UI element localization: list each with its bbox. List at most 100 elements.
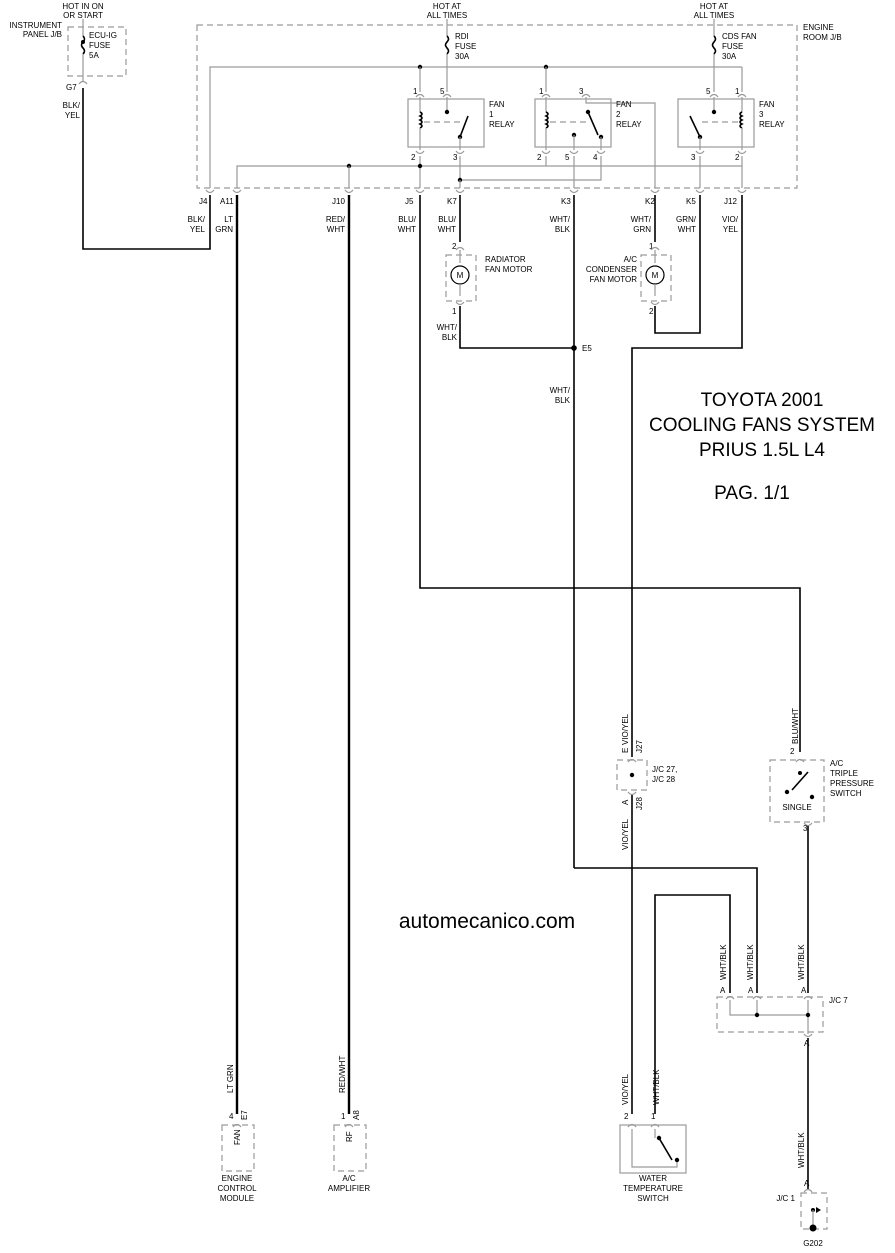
connector-k7: K7	[447, 197, 457, 206]
cds-fan-fuse-icon	[711, 35, 717, 55]
svg-text:J28: J28	[635, 797, 644, 810]
ecu-ig-fuse-word: FUSE	[89, 41, 110, 50]
svg-text:M: M	[652, 271, 659, 280]
svg-text:RF: RF	[345, 1131, 354, 1142]
wire-blk-yel-top: BLK/	[63, 101, 81, 110]
ac-pressure-switch-icon	[791, 771, 809, 791]
svg-text:FAN: FAN	[489, 100, 505, 109]
fan-3-relay-box	[677, 98, 755, 148]
connector-j10: J10	[332, 197, 345, 206]
svg-text:3: 3	[691, 153, 696, 162]
svg-text:E7: E7	[240, 1110, 249, 1120]
jc-7-box	[716, 996, 824, 1033]
room-jb-label: ROOM J/B	[803, 33, 842, 42]
jc-1-arrow-icon	[816, 1207, 821, 1213]
all-times-label-2: ALL TIMES	[694, 11, 734, 20]
svg-text:AMPLIFIER: AMPLIFIER	[328, 1184, 370, 1193]
svg-text:A: A	[804, 1179, 810, 1188]
svg-text:A: A	[801, 986, 807, 995]
svg-text:BLK/: BLK/	[188, 215, 206, 224]
svg-text:A8: A8	[352, 1110, 361, 1120]
connector-k5: K5	[686, 197, 696, 206]
rdi-fuse-icon	[444, 35, 450, 55]
svg-text:A: A	[621, 799, 630, 805]
wire-blk-yel-bottom: YEL	[65, 111, 81, 120]
svg-text:A: A	[748, 986, 754, 995]
svg-text:2: 2	[537, 153, 542, 162]
svg-text:1: 1	[489, 110, 494, 119]
svg-text:WHT/: WHT/	[550, 386, 571, 395]
connector-a11: A11	[220, 197, 234, 206]
svg-text:J/C 27,: J/C 27,	[652, 765, 677, 774]
svg-text:BLU/: BLU/	[438, 215, 457, 224]
svg-text:2: 2	[616, 110, 621, 119]
svg-text:LT: LT	[224, 215, 233, 224]
svg-text:WHT/BLK: WHT/BLK	[652, 1069, 661, 1105]
svg-text:YEL: YEL	[190, 225, 206, 234]
splice-e5: E5	[582, 344, 592, 353]
cds-fan-fuse-rating: 30A	[722, 52, 737, 61]
svg-text:M: M	[457, 271, 464, 280]
ecu-ig-fuse-icon	[80, 35, 86, 55]
ecu-ig-fuse-name: ECU-IG	[89, 31, 117, 40]
ecu-ig-fuse-rating: 5A	[89, 51, 99, 60]
svg-text:BLK: BLK	[555, 225, 571, 234]
engine-room-label: ENGINE	[803, 23, 834, 32]
svg-text:WHT: WHT	[398, 225, 416, 234]
svg-text:RADIATOR: RADIATOR	[485, 255, 526, 264]
svg-text:VIO/YEL: VIO/YEL	[621, 818, 630, 850]
svg-text:A: A	[720, 986, 726, 995]
svg-text:FAN MOTOR: FAN MOTOR	[485, 265, 533, 274]
svg-text:VIO/YEL: VIO/YEL	[621, 713, 630, 745]
svg-text:VIO/: VIO/	[722, 215, 739, 224]
instrument-panel-jb-box	[67, 26, 127, 77]
fan-2-relay-coil-icon	[544, 111, 549, 129]
ground-g202: G202	[803, 1239, 823, 1248]
svg-text:GRN: GRN	[633, 225, 651, 234]
cds-fan-fuse-word: FUSE	[722, 42, 743, 51]
fan-3-relay-coil-icon	[739, 111, 744, 129]
svg-text:FAN: FAN	[616, 100, 632, 109]
svg-text:GRN/: GRN/	[676, 215, 697, 224]
svg-text:WHT/BLK: WHT/BLK	[746, 944, 755, 980]
svg-text:SWITCH: SWITCH	[830, 789, 862, 798]
panel-jb-label: PANEL J/B	[23, 30, 62, 39]
svg-text:CONDENSER: CONDENSER	[586, 265, 637, 274]
watermark-text: automecanico.com	[399, 910, 575, 933]
or-start-label: OR START	[63, 11, 103, 20]
fan-1-relay-coil-icon	[418, 111, 423, 129]
svg-text:1: 1	[539, 87, 544, 96]
connector-g7: G7	[66, 83, 77, 92]
title-line-2: COOLING FANS SYSTEM	[649, 415, 875, 436]
svg-text:1: 1	[649, 242, 654, 251]
engine-room-jb-box	[196, 24, 798, 189]
rdi-fuse-rating: 30A	[455, 52, 470, 61]
svg-text:RELAY: RELAY	[489, 120, 515, 129]
svg-text:5: 5	[440, 87, 445, 96]
e5-splice	[571, 345, 577, 351]
svg-text:ENGINE: ENGINE	[222, 1174, 253, 1183]
svg-text:3: 3	[579, 87, 584, 96]
svg-text:4: 4	[593, 153, 598, 162]
svg-text:WHT/BLK: WHT/BLK	[797, 1132, 806, 1168]
svg-text:1: 1	[735, 87, 740, 96]
svg-text:LT GRN: LT GRN	[226, 1064, 235, 1093]
rdi-fuse-name: RDI	[455, 32, 469, 41]
page-number: PAG. 1/1	[714, 483, 790, 504]
svg-text:A/C: A/C	[830, 759, 844, 768]
connector-k2: K2	[645, 197, 655, 206]
hot-in-on-label: HOT IN ON	[62, 2, 103, 11]
svg-text:2: 2	[649, 307, 654, 316]
svg-text:WATER: WATER	[639, 1174, 667, 1183]
fan-1-relay-box	[407, 98, 485, 148]
svg-text:SWITCH: SWITCH	[637, 1194, 669, 1203]
svg-text:WHT/: WHT/	[437, 323, 458, 332]
fan-2-relay-box	[534, 98, 612, 148]
svg-text:WHT: WHT	[327, 225, 345, 234]
hot-at-label-2: HOT AT	[700, 2, 728, 11]
svg-text:J27: J27	[635, 740, 644, 753]
svg-text:BLK: BLK	[555, 396, 571, 405]
svg-text:TEMPERATURE: TEMPERATURE	[623, 1184, 683, 1193]
connector-j5: J5	[405, 197, 414, 206]
title-line-3: PRIUS 1.5L L4	[699, 440, 825, 461]
